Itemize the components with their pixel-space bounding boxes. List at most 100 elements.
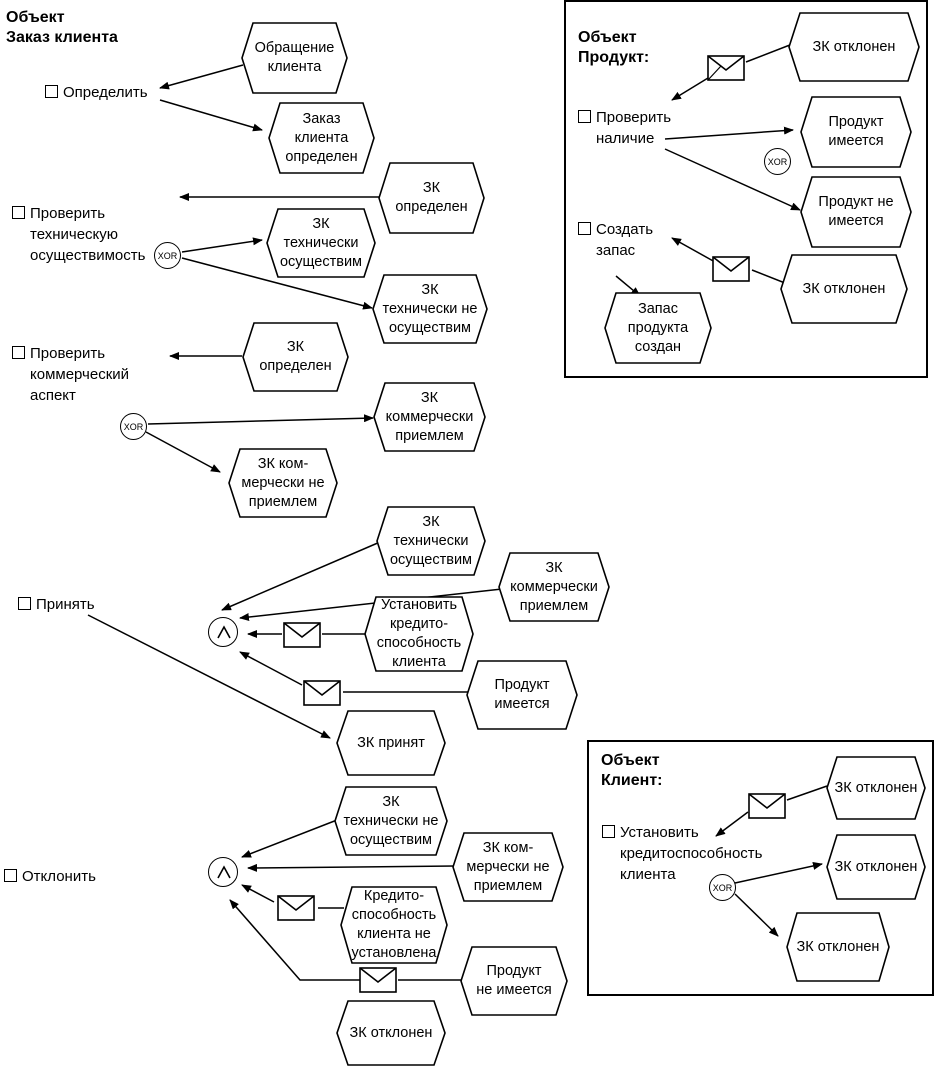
hexagon-shape [241, 22, 348, 94]
event-credit-set: Установить кредито- способность клиента [364, 596, 474, 672]
checkbox-icon [12, 206, 25, 219]
hexagon-shape [498, 552, 610, 622]
envelope-icon [707, 55, 745, 81]
arrow-comm-not-to-and [247, 863, 456, 872]
hexagon-shape [788, 12, 920, 82]
hexagon-shape [364, 596, 474, 672]
event-tech-feasible: ЗК технически осуществим [266, 208, 376, 278]
function-define[interactable]: Определить [45, 82, 148, 103]
hexagon-shape [604, 292, 712, 364]
hexagon-shape [266, 208, 376, 278]
event-comm-acceptable: ЗК коммерчески приемлем [373, 382, 486, 452]
xor-operator: XOR [764, 148, 791, 175]
arrow-xor-to-tech-ok [181, 237, 263, 253]
event-zk-rejected: ЗК отклонен [780, 254, 908, 324]
arrow-check-avail-to-product-no [664, 148, 801, 211]
hexagon-shape [372, 274, 488, 344]
checkbox-icon [12, 346, 25, 359]
arrow-xor-to-c-rejected-3 [734, 893, 779, 937]
hexagon-shape [376, 506, 486, 576]
and-operator-reject [208, 857, 238, 887]
hexagon-shape [334, 786, 448, 856]
function-check-technical[interactable]: Проверить техническую осуществимость [12, 203, 145, 266]
arrow-env-to-create-stock [671, 237, 716, 263]
arrow-xor-to-comm-ok [147, 414, 374, 425]
arrow-xor-to-comm-not [145, 431, 221, 473]
line-client-env-to-rejected [786, 785, 828, 801]
hexagon-shape [378, 162, 485, 234]
event-tech-not-feasible: ЗК технически не осуществим [372, 274, 488, 344]
function-accept[interactable]: Принять [18, 594, 95, 615]
arrow-request-to-define [159, 64, 244, 90]
event-product-available: Продукт имеется [800, 96, 912, 168]
event-zk-defined: ЗК определен [378, 162, 485, 234]
function-create-stock[interactable]: Создать запас [578, 219, 653, 261]
event-client-request: Обращение клиента [241, 22, 348, 94]
client-object-panel [587, 740, 934, 996]
and-operator-accept [208, 617, 238, 647]
checkbox-icon [45, 85, 58, 98]
xor-operator: XOR [709, 874, 736, 901]
arrow-env-to-credit-check [715, 811, 749, 837]
arrow-tech-ok-to-and [221, 541, 381, 611]
hexagon-shape [228, 448, 338, 518]
hexagon-shape [800, 176, 912, 248]
order-object-title: Объект Заказ клиента [6, 9, 118, 46]
checkbox-icon [18, 597, 31, 610]
hexagon-shape [373, 382, 486, 452]
function-reject[interactable]: Отклонить [4, 866, 96, 887]
envelope-icon [277, 895, 315, 921]
line-product-env-to-rejected [745, 42, 796, 63]
hexagon-shape [242, 322, 349, 392]
line-env-to-and-reject [229, 899, 360, 981]
event-stock-created: Запас продукта создан [604, 292, 712, 364]
event-product-not-available: Продукт не имеется [460, 946, 568, 1016]
event-zk-rejected: ЗК отклонен [826, 756, 926, 820]
xor-operator: XOR [120, 413, 147, 440]
event-comm-not-acceptable: ЗК ком- мерчески не приемлем [452, 832, 564, 902]
envelope-icon [303, 680, 341, 706]
arrow-tech-not-to-and [241, 819, 338, 858]
and-symbol-icon [217, 625, 231, 639]
envelope-icon [359, 967, 397, 993]
xor-operator: XOR [154, 242, 181, 269]
checkbox-icon [578, 110, 591, 123]
hexagon-shape [786, 912, 890, 982]
and-symbol-icon [217, 865, 231, 879]
arrow-define-to-order-defined [159, 99, 263, 132]
event-tech-feasible: ЗК технически осуществим [376, 506, 486, 576]
checkbox-icon [578, 222, 591, 235]
event-zk-rejected: ЗК отклонен [786, 912, 890, 982]
product-object-title: Объект Продукт: [578, 29, 650, 66]
event-zk-defined: ЗК определен [242, 322, 349, 392]
hexagon-shape [268, 102, 375, 174]
function-credit-check[interactable]: Установить кредитоспособность клиента [602, 822, 762, 885]
arrow-accept-to-accepted [87, 614, 331, 739]
hexagon-shape [452, 832, 564, 902]
function-check-commercial[interactable]: Проверить коммерческий аспект [12, 343, 129, 406]
envelope-icon [748, 793, 786, 819]
hexagon-shape [340, 886, 448, 964]
checkbox-icon [4, 869, 17, 882]
event-product-available: Продукт имеется [466, 660, 578, 730]
hexagon-shape [780, 254, 908, 324]
hexagon-shape [336, 710, 446, 776]
arrow-env-to-check-avail [671, 77, 709, 101]
event-zk-accepted: ЗК принят [336, 710, 446, 776]
arrow-check-avail-to-xor [664, 126, 794, 140]
hexagon-shape [800, 96, 912, 168]
arrow-xor-to-c-rejected-2 [734, 862, 823, 884]
event-order-defined: Заказ клиента определен [268, 102, 375, 174]
hexagon-shape [826, 756, 926, 820]
product-object-panel [564, 0, 928, 378]
checkbox-icon [602, 825, 615, 838]
event-credit-not-set: Кредито- способность клиента не установл… [340, 886, 448, 964]
function-check-availability[interactable]: Проверить наличие [578, 107, 671, 149]
arrow-comm-ok-to-and [239, 588, 503, 621]
client-object-title: Объект Клиент: [601, 752, 663, 789]
arrow-product-env-to-and [239, 651, 303, 686]
event-zk-rejected: ЗК отклонен [788, 12, 920, 82]
arrow-xor-to-tech-not [181, 257, 373, 310]
envelope-icon [712, 256, 750, 282]
